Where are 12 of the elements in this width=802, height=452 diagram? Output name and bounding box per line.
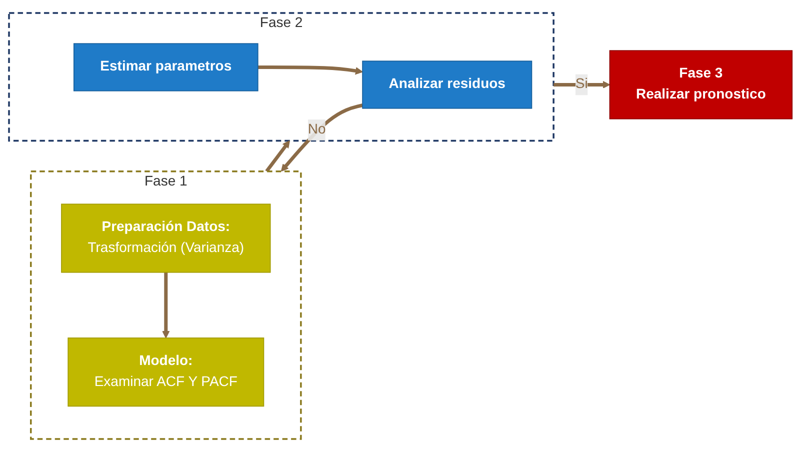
- arrow: [258, 65, 364, 75]
- node-box: Modelo: Examinar ACF Y PACF: [68, 338, 265, 407]
- arrow: [266, 140, 290, 172]
- arrow: [554, 80, 611, 89]
- arrow: [281, 104, 364, 172]
- edge-label: Si: [576, 76, 588, 92]
- edge-label: No: [308, 122, 326, 138]
- node-box: Analizar residuos: [362, 60, 533, 109]
- node-box: Fase 3 Realizar pronostico: [610, 50, 793, 120]
- node-box: Preparación Datos: Trasformación (Varianza): [62, 204, 272, 273]
- arrow: [162, 272, 170, 338]
- node-box: Estimar parametros: [74, 43, 259, 92]
